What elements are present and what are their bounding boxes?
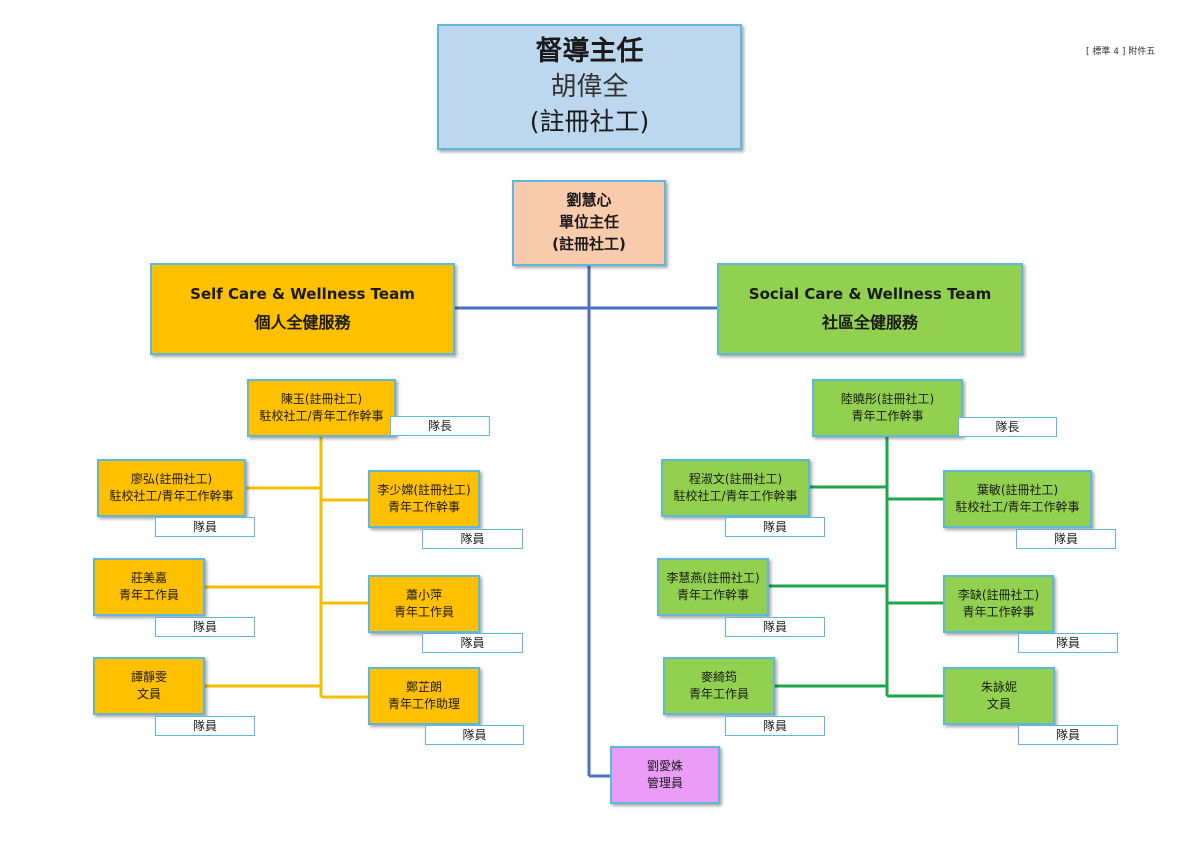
member-role: 駐校社工/青年工作幹事 <box>955 500 1080 514</box>
member-role: 駐校社工/青年工作幹事 <box>109 489 234 503</box>
document-note: [ 標準 4 ] 附件五 <box>1086 47 1156 57</box>
member-tag: 隊員 <box>1018 725 1118 745</box>
social-leader-box[interactable]: 陸曉彤(註冊社工) 青年工作幹事 <box>812 379 963 437</box>
member-tag: 隊員 <box>725 517 825 537</box>
member-name: 李慧燕(註冊社工) <box>666 570 760 585</box>
member-name: 陸曉彤(註冊社工) <box>840 391 935 406</box>
admin-role: 管理員 <box>646 776 683 790</box>
self-member-box[interactable]: 蕭小萍 青年工作員 <box>368 575 480 633</box>
member-name: 程淑文(註冊社工) <box>688 471 783 486</box>
member-name: 陳玉(註冊社工) <box>280 391 363 406</box>
member-role: 文員 <box>136 687 161 701</box>
member-role: 文員 <box>986 697 1011 711</box>
member-name: 葉敏(註冊社工) <box>976 482 1059 497</box>
member-tag: 隊員 <box>425 725 524 745</box>
member-tag: 隊員 <box>422 529 523 549</box>
member-tag: 隊員 <box>155 716 255 736</box>
self-team-name-en: Self Care & Wellness Team <box>190 285 415 304</box>
member-tag: 隊員 <box>725 617 825 637</box>
member-tag: 隊員 <box>1016 529 1116 549</box>
unit-head-name: 劉慧心 <box>566 191 612 210</box>
member-role: 青年工作員 <box>688 687 749 701</box>
self-team-name-zh: 個人全健服務 <box>254 312 351 332</box>
member-name: 廖弘(註冊社工) <box>130 471 213 486</box>
member-name: 莊美嘉 <box>130 570 167 585</box>
director-box[interactable]: 督導主任 胡偉全 (註冊社工) <box>437 24 742 150</box>
member-role: 青年工作幹事 <box>962 605 1035 619</box>
member-tag: 隊員 <box>155 517 255 537</box>
member-role: 青年工作幹事 <box>851 409 924 423</box>
member-role: 青年工作員 <box>118 588 179 602</box>
member-tag: 隊員 <box>155 617 255 637</box>
admin-name: 劉愛姝 <box>646 758 683 773</box>
social-team-name-zh: 社區全健服務 <box>821 312 918 332</box>
social-team-name-en: Social Care & Wellness Team <box>748 285 992 304</box>
member-name: 譚靜雯 <box>130 669 167 684</box>
member-name: 蕭小萍 <box>405 587 442 602</box>
social-member-box[interactable]: 葉敏(註冊社工) 駐校社工/青年工作幹事 <box>943 470 1092 528</box>
member-name: 朱詠妮 <box>980 679 1017 694</box>
member-role: 青年工作幹事 <box>676 588 749 602</box>
admin-box[interactable]: 劉愛姝 管理員 <box>610 746 720 804</box>
self-member-box[interactable]: 譚靜雯 文員 <box>93 657 205 715</box>
member-tag: 隊員 <box>422 633 523 653</box>
member-name: 李缺(註冊社工) <box>957 587 1040 602</box>
member-role: 駐校社工/青年工作幹事 <box>673 489 798 503</box>
leader-tag: 隊長 <box>958 417 1057 437</box>
member-name: 李少嫦(註冊社工) <box>377 482 471 497</box>
unit-head-box[interactable]: 劉慧心 單位主任 (註冊社工) <box>512 180 666 266</box>
unit-head-qualification: (註冊社工) <box>552 234 626 253</box>
director-title: 督導主任 <box>535 36 644 68</box>
self-member-box[interactable]: 李少嫦(註冊社工) 青年工作幹事 <box>368 470 480 528</box>
leader-tag: 隊長 <box>390 416 490 436</box>
social-member-box[interactable]: 程淑文(註冊社工) 駐校社工/青年工作幹事 <box>661 459 810 517</box>
member-tag: 隊員 <box>725 716 825 736</box>
member-name: 鄭芷朗 <box>405 679 442 694</box>
self-member-box[interactable]: 莊美嘉 青年工作員 <box>93 558 205 616</box>
member-tag: 隊員 <box>1018 633 1118 653</box>
self-leader-box[interactable]: 陳玉(註冊社工) 駐校社工/青年工作幹事 <box>247 379 396 437</box>
member-role: 青年工作員 <box>393 605 454 619</box>
member-name: 麥綺筠 <box>700 669 737 684</box>
member-role: 駐校社工/青年工作幹事 <box>259 409 384 423</box>
unit-head-role: 單位主任 <box>558 213 619 232</box>
social-member-box[interactable]: 李缺(註冊社工) 青年工作幹事 <box>943 575 1054 633</box>
self-member-box[interactable]: 廖弘(註冊社工) 駐校社工/青年工作幹事 <box>97 459 246 517</box>
social-care-team-box[interactable]: Social Care & Wellness Team 社區全健服務 <box>717 263 1023 355</box>
director-name: 胡偉全 <box>550 71 629 102</box>
self-member-box[interactable]: 鄭芷朗 青年工作助理 <box>368 667 480 725</box>
self-care-team-box[interactable]: Self Care & Wellness Team 個人全健服務 <box>150 263 455 355</box>
director-qualification: (註冊社工) <box>529 107 650 137</box>
member-role: 青年工作助理 <box>387 697 460 711</box>
social-member-box[interactable]: 李慧燕(註冊社工) 青年工作幹事 <box>657 558 769 616</box>
social-member-box[interactable]: 朱詠妮 文員 <box>943 667 1055 725</box>
member-role: 青年工作幹事 <box>387 500 460 514</box>
social-member-box[interactable]: 麥綺筠 青年工作員 <box>663 657 775 715</box>
